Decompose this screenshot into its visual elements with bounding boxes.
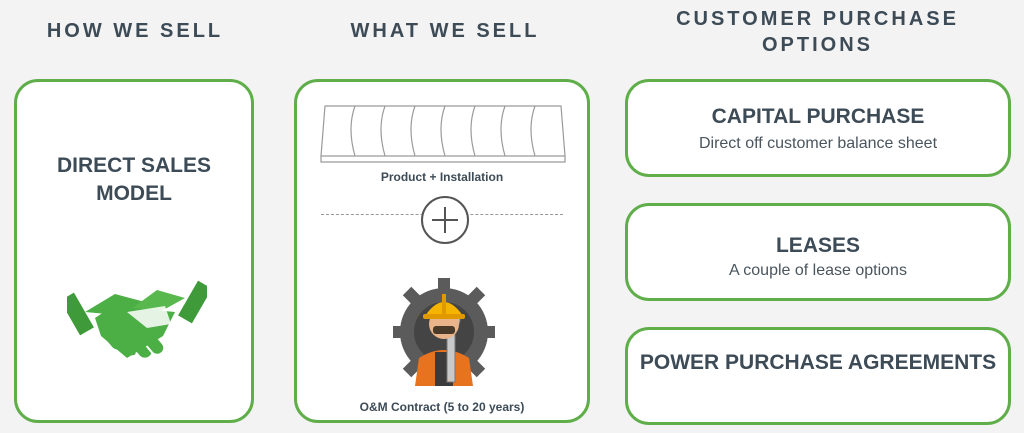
handshake-icon bbox=[60, 272, 212, 377]
header-how-we-sell: HOW WE SELL bbox=[46, 20, 224, 42]
header-what-we-sell: WHAT WE SELL bbox=[350, 20, 540, 42]
option-title: LEASES bbox=[775, 234, 861, 257]
option-card-leases: LEASES A couple of lease options bbox=[625, 203, 1011, 301]
option-card-capital-purchase: CAPITAL PURCHASE Direct off customer bal… bbox=[625, 79, 1011, 177]
option-title: POWER PURCHASE AGREEMENTS bbox=[639, 351, 997, 374]
solar-panel-row-icon bbox=[319, 98, 567, 173]
how-we-sell-card: DIRECT SALES MODEL bbox=[14, 79, 254, 423]
om-contract-label: O&M Contract (5 to 20 years) bbox=[359, 400, 525, 414]
plus-icon bbox=[421, 196, 469, 244]
option-card-power-purchase-agreements: POWER PURCHASE AGREEMENTS bbox=[625, 327, 1011, 425]
what-we-sell-card: Product + Installation bbox=[294, 79, 590, 423]
header-customer-purchase-options: CUSTOMER PURCHASE OPTIONS bbox=[676, 8, 959, 56]
option-title: CAPITAL PURCHASE bbox=[711, 105, 925, 128]
product-installation-label: Product + Installation bbox=[380, 170, 504, 184]
worker-gear-icon bbox=[389, 254, 499, 399]
option-subtitle: A couple of lease options bbox=[729, 262, 907, 279]
option-subtitle: Direct off customer balance sheet bbox=[698, 135, 938, 152]
direct-sales-label: DIRECT SALES MODEL bbox=[56, 154, 211, 205]
